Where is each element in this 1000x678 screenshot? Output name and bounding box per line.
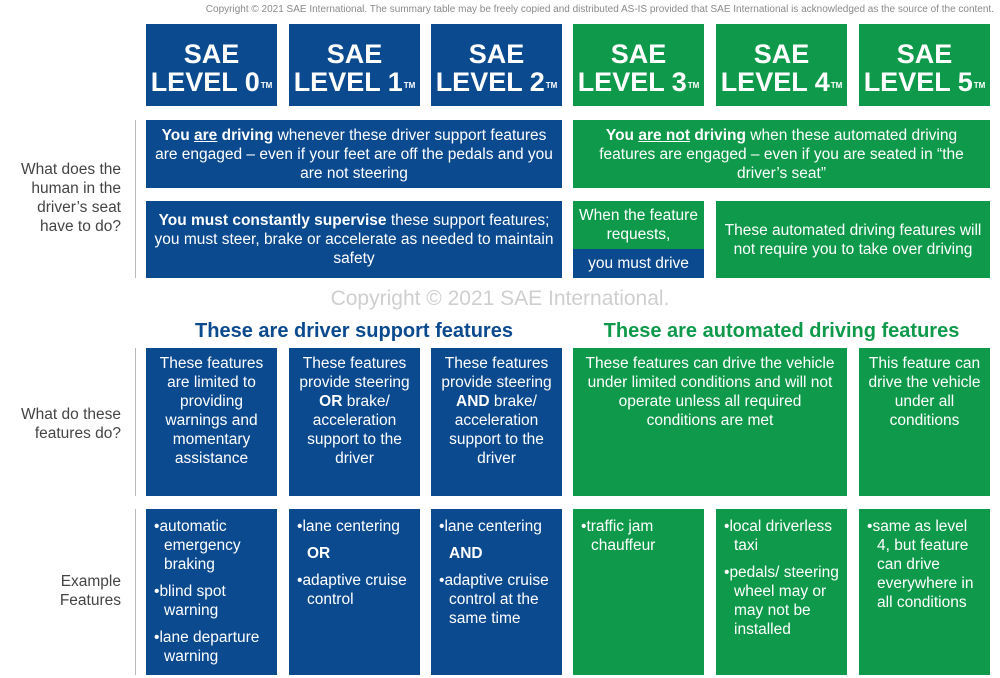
examples-level-1: •lane centering OR •adaptive cruise cont… — [289, 509, 420, 675]
examples-level-5: •same as level 4, but feature can drive … — [859, 509, 990, 675]
you-are-driving-box: You are driving whenever these driver su… — [146, 120, 562, 188]
list-item: •traffic jam chauffeur — [581, 518, 656, 554]
connector-and: AND — [449, 545, 483, 562]
driver-support-header: These are driver support features — [195, 320, 513, 342]
features-level-2: These features provide steering AND brak… — [431, 348, 562, 496]
row-label-human: What does the human in the driver’s seat… — [21, 161, 121, 235]
list-item: •lane centering — [439, 518, 542, 535]
row-divider-examples — [135, 509, 136, 675]
list-item: •lane departure warning — [154, 629, 260, 665]
copyright-notice: Copyright © 2021 SAE International. The … — [205, 4, 994, 15]
examples-level-4: •local driverless taxi •pedals/ steering… — [716, 509, 847, 675]
row-divider-features — [135, 348, 136, 496]
copyright-watermark: Copyright © 2021 SAE International. — [330, 287, 670, 310]
list-item: •blind spot warning — [154, 583, 226, 619]
list-item: •adaptive cruise control at the same tim… — [439, 572, 549, 627]
row-label-examples: Example Features — [59, 573, 121, 609]
no-takeover-box: These automated driving features will no… — [716, 201, 990, 278]
features-level-0: These features are limited to providing … — [146, 348, 277, 496]
connector-or: OR — [307, 545, 331, 562]
features-level-3-4: These features can drive the vehicle und… — [573, 348, 847, 496]
list-item: •lane centering — [297, 518, 400, 535]
features-level-1: These features provide steering OR brake… — [289, 348, 420, 496]
list-item: •pedals/ steering wheel may or may not b… — [724, 564, 839, 638]
you-are-not-driving-box: You are not driving when these automated… — [573, 120, 990, 188]
examples-level-2: •lane centering AND •adaptive cruise con… — [431, 509, 562, 675]
supervise-box: You must constantly supervise these supp… — [146, 201, 562, 278]
when-feature-requests-box: When the feature requests, — [573, 201, 704, 249]
list-item: •adaptive cruise control — [297, 572, 407, 608]
examples-level-0: •automatic emergency braking •blind spot… — [146, 509, 277, 675]
automated-driving-header: These are automated driving features — [603, 320, 960, 342]
list-item: •local driverless taxi — [724, 518, 832, 554]
examples-level-3: •traffic jam chauffeur — [573, 509, 704, 675]
row-label-features: What do these features do? — [21, 406, 121, 442]
row-divider-human — [135, 120, 136, 278]
features-level-5: This feature can drive the vehicle under… — [859, 348, 990, 496]
list-item: •automatic emergency braking — [154, 518, 241, 573]
list-item: •same as level 4, but feature can drive … — [867, 518, 974, 611]
you-must-drive-box: you must drive — [573, 249, 704, 278]
